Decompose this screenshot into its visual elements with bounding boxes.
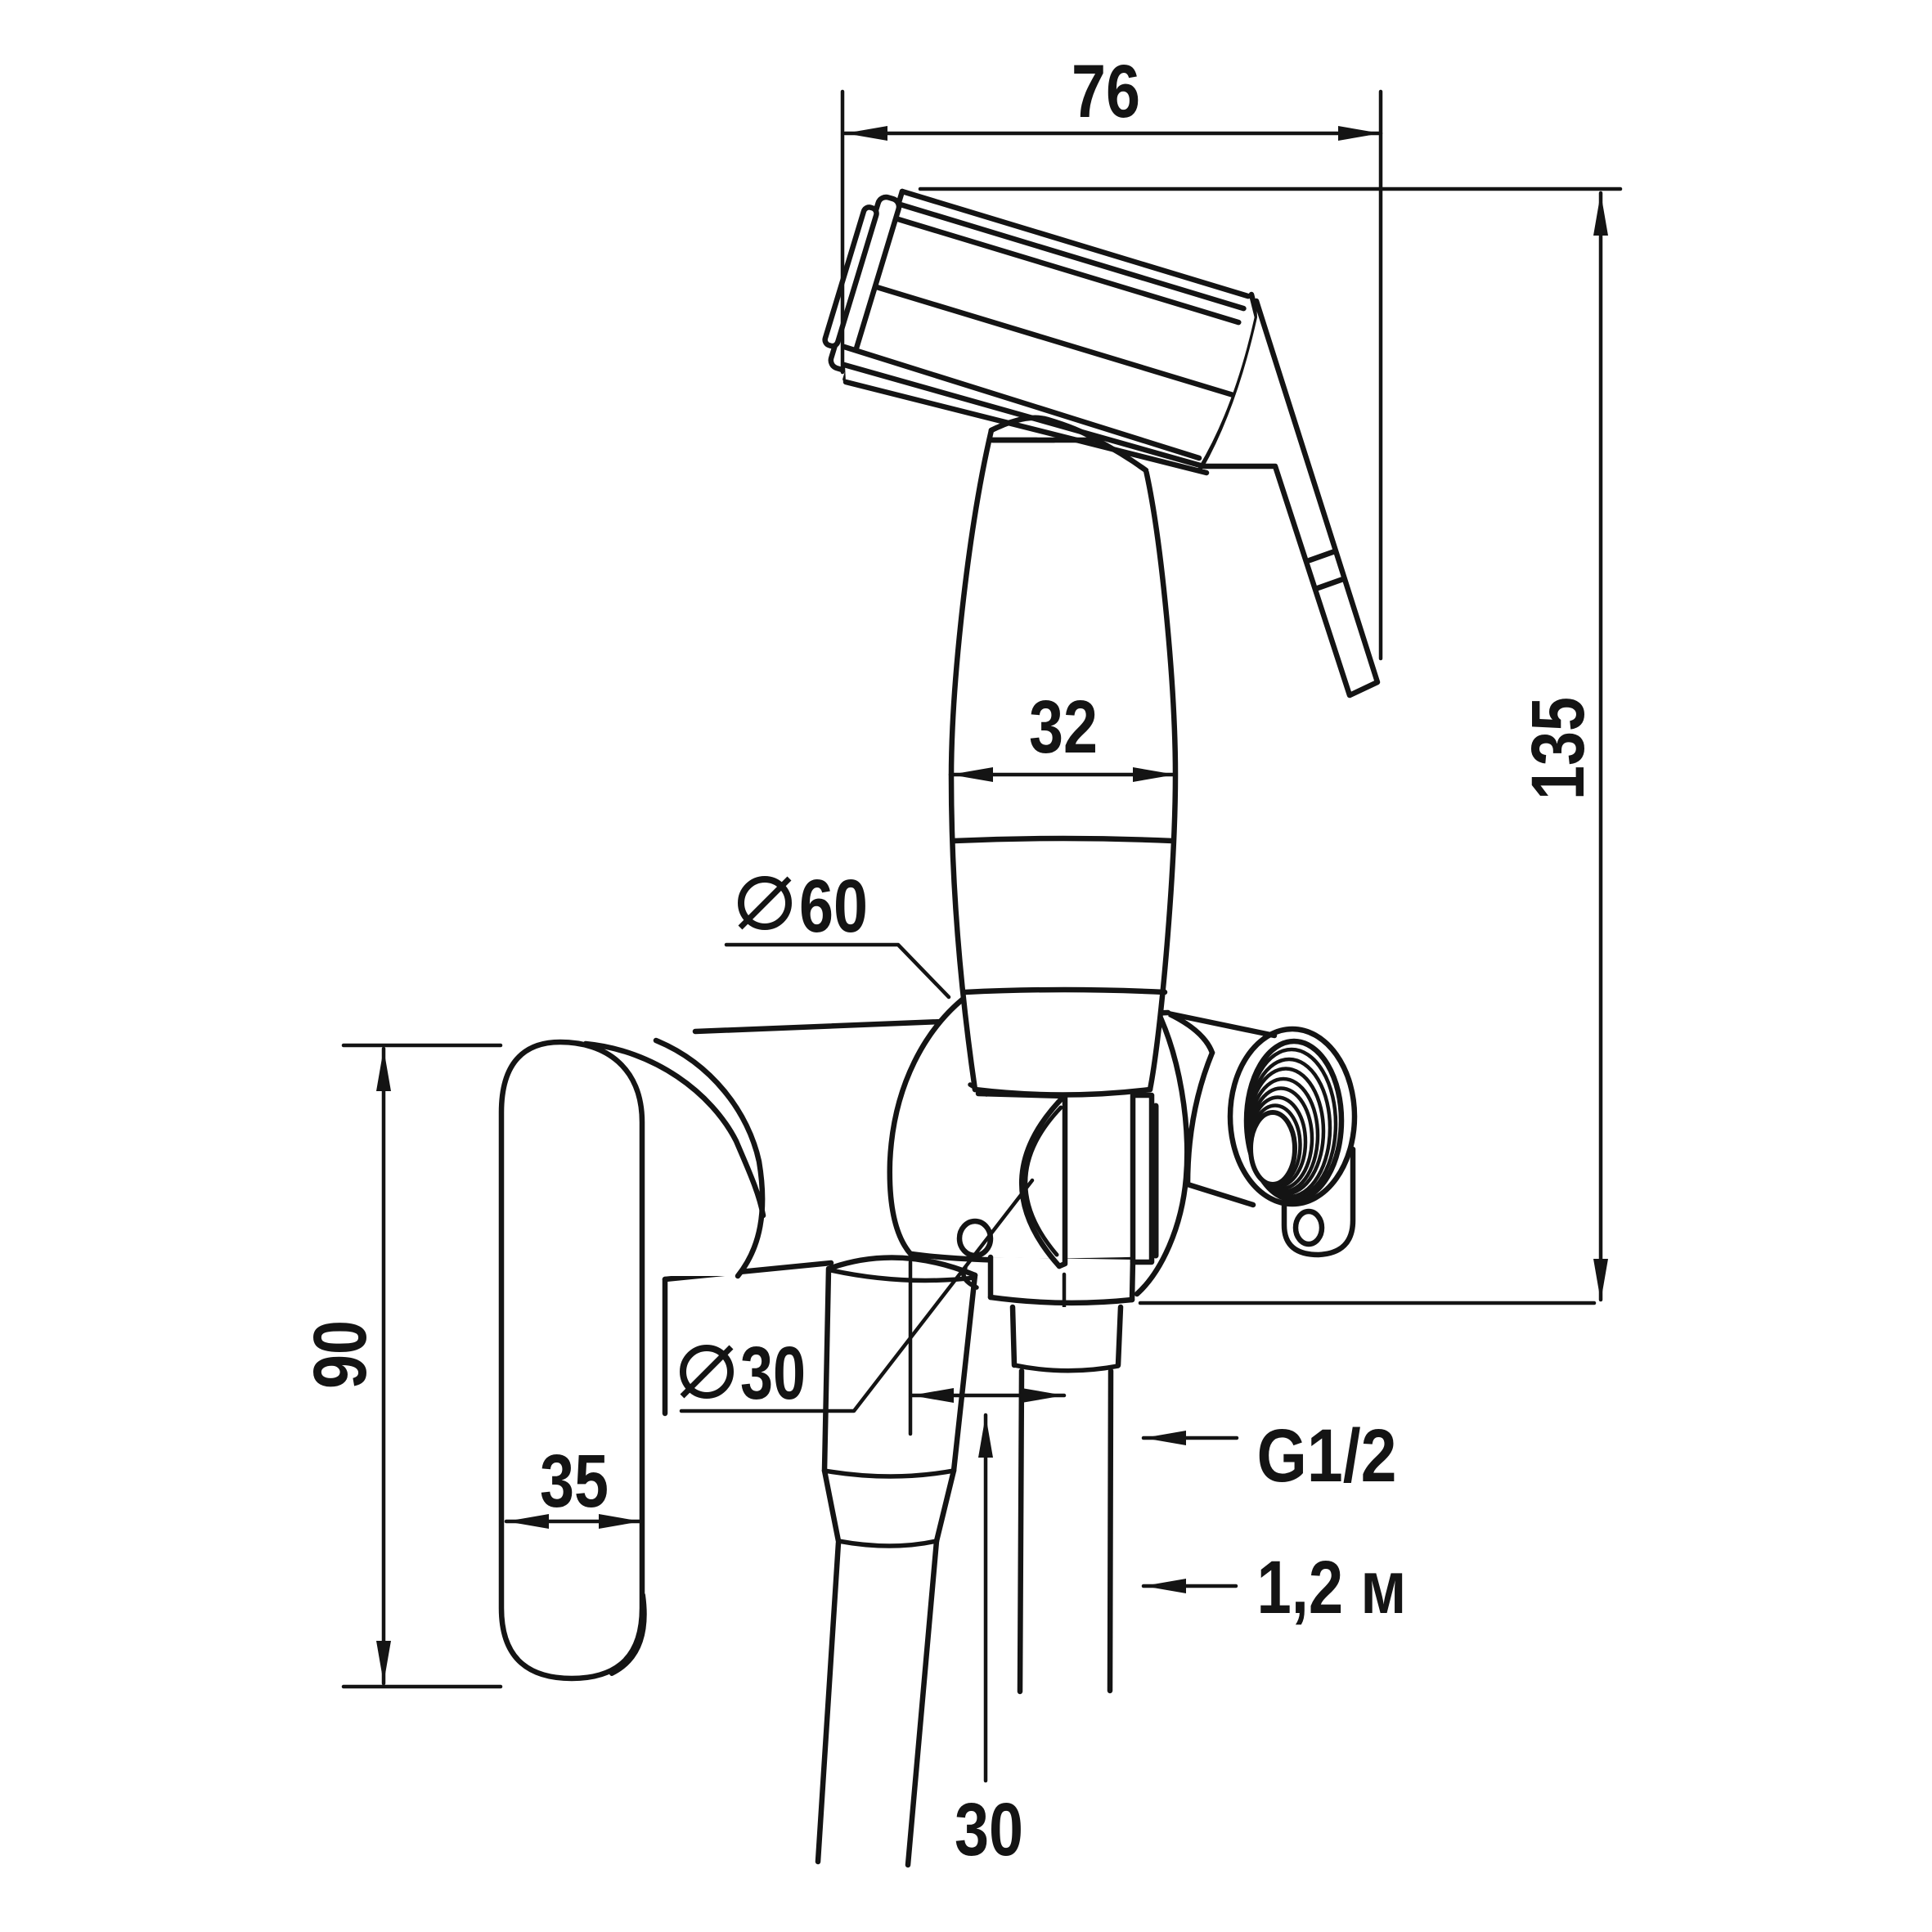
svg-text:35: 35 — [540, 1440, 609, 1523]
svg-text:135: 135 — [1516, 697, 1600, 800]
svg-text:76: 76 — [1072, 50, 1140, 133]
svg-text:90: 90 — [299, 1320, 382, 1389]
svg-text:1,2 м: 1,2 м — [1257, 1546, 1407, 1629]
svg-text:G1/2: G1/2 — [1257, 1414, 1397, 1498]
svg-text:30: 30 — [740, 1332, 806, 1415]
svg-text:32: 32 — [1029, 685, 1098, 769]
svg-text:30: 30 — [955, 1788, 1023, 1871]
svg-text:60: 60 — [799, 865, 868, 948]
